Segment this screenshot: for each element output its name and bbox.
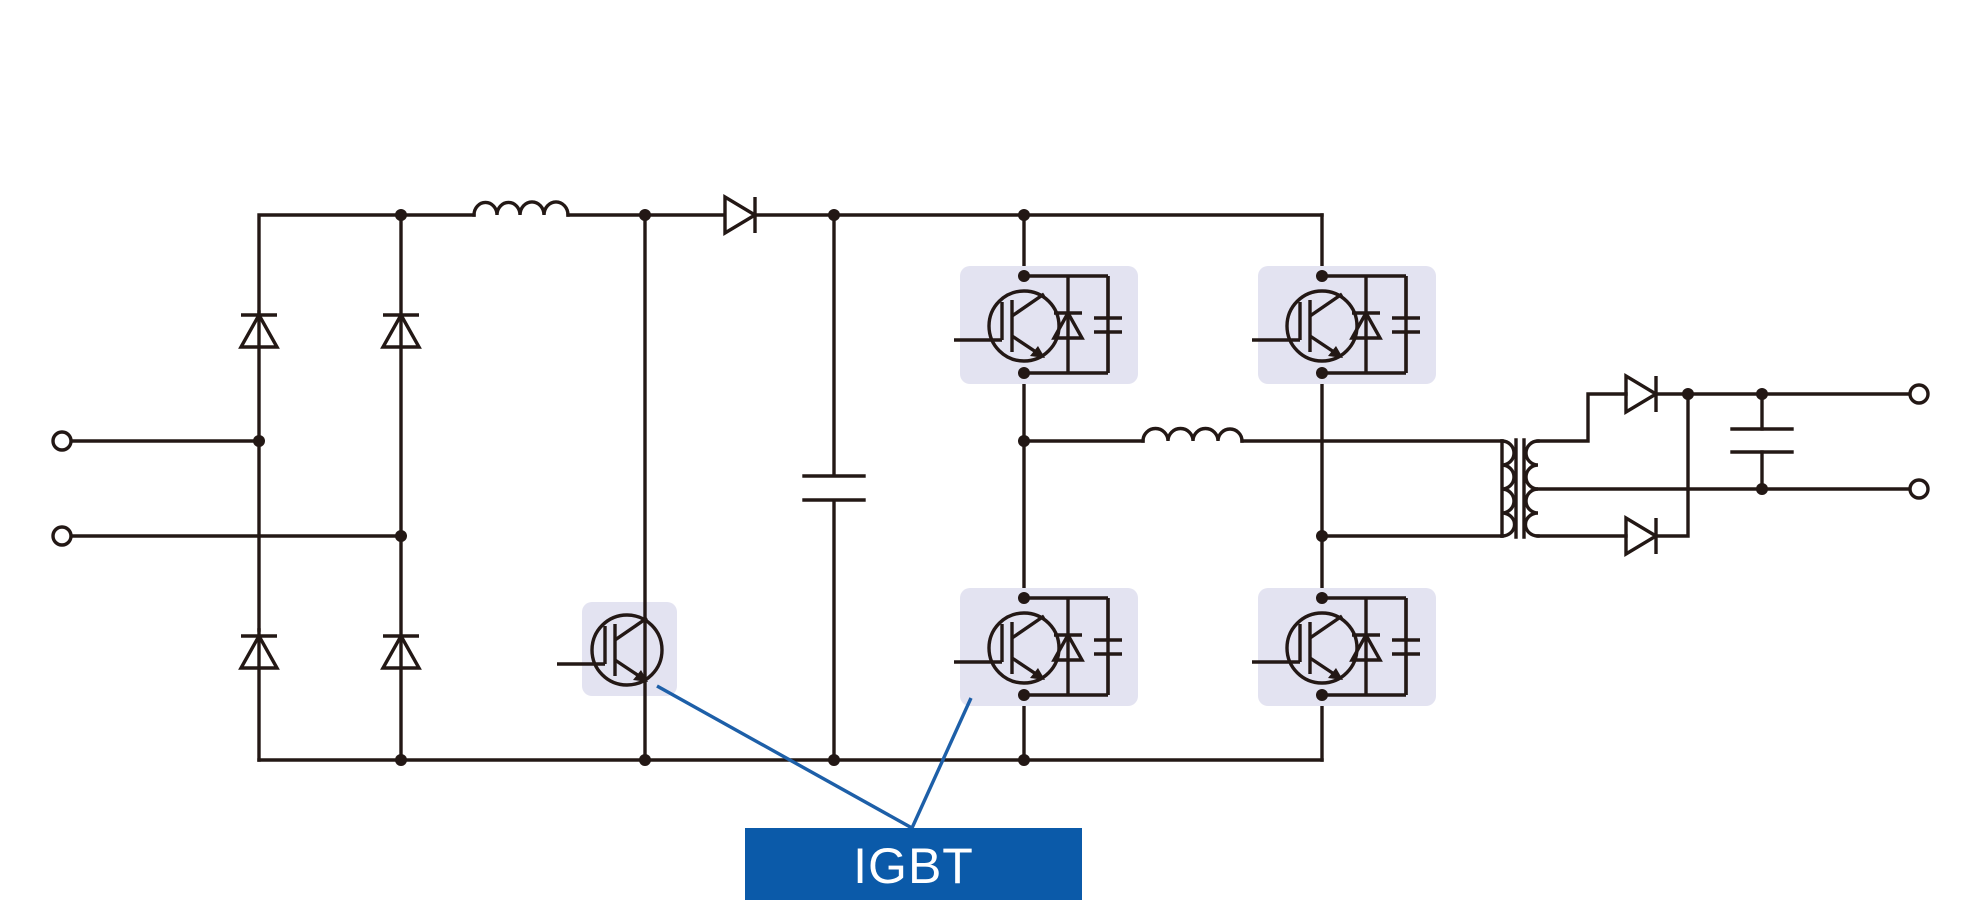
output-diode-2 [1624,516,1658,556]
output-diode-1 [1624,374,1658,414]
igbt-label: IGBT [745,828,1082,900]
callout-lines [656,684,973,830]
output-terminal-1 [1908,383,1930,405]
boost-diode [723,195,757,235]
input-terminal-1 [51,430,73,452]
igbt-module-top-left [952,264,1140,386]
output-wiring [1536,392,1911,538]
resonant-inductor [1141,426,1244,443]
input-terminal-2 [51,525,73,547]
transformer [1500,438,1540,539]
boost-inductor [472,200,570,217]
output-terminal-2 [1908,478,1930,500]
igbt-module-top-right [1250,264,1438,386]
igbt-module-bottom-left [952,586,1140,708]
igbt-module-bottom-right [1250,586,1438,708]
junction-dots [253,209,1768,766]
